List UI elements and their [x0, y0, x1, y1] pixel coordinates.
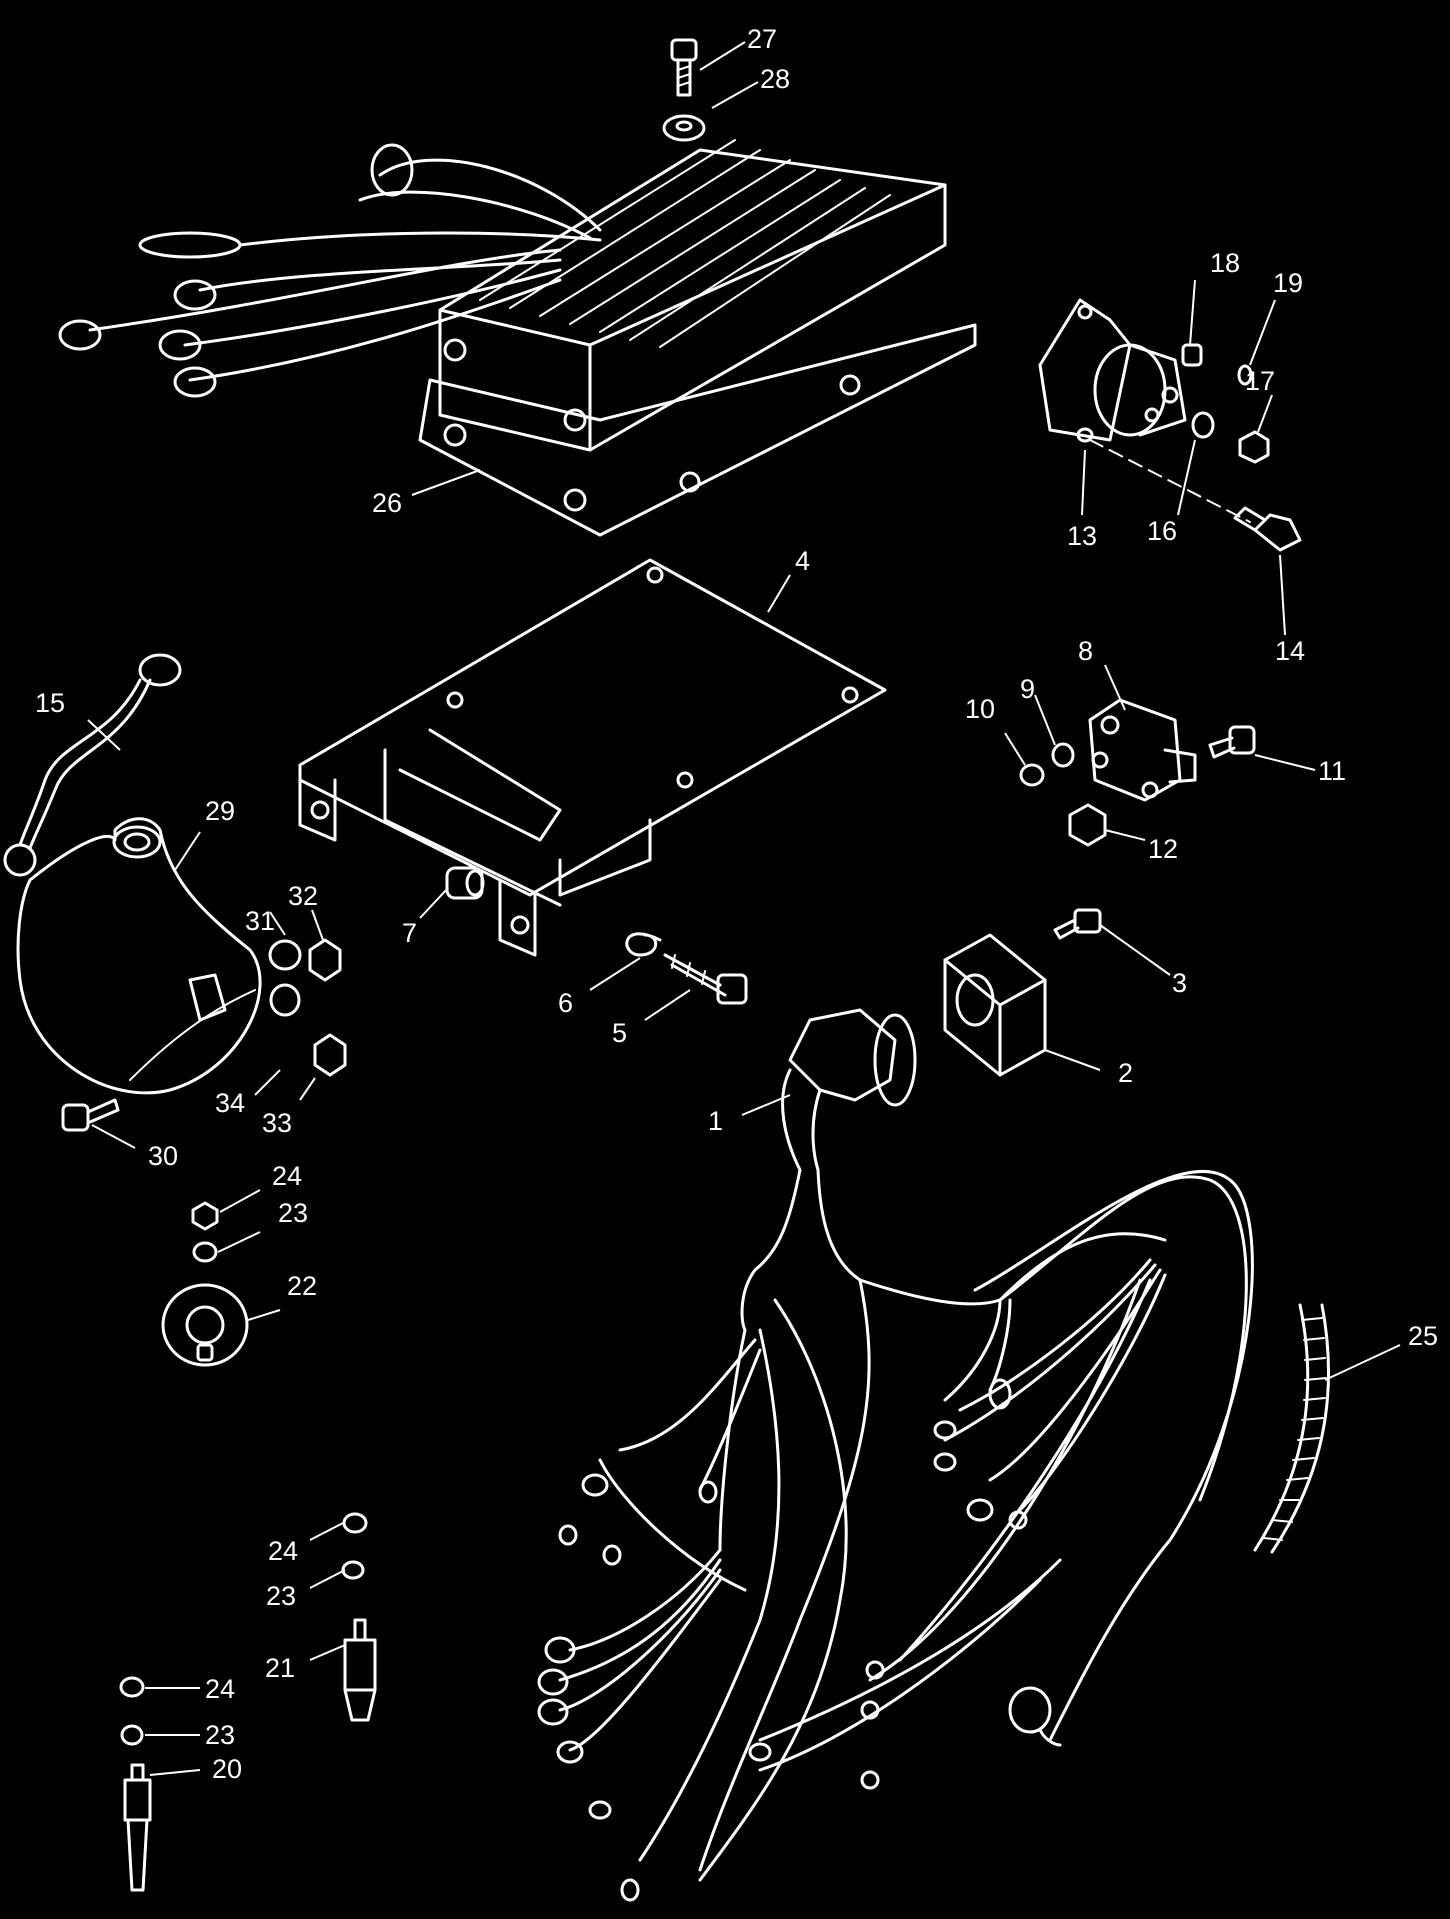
screw-11	[1208, 725, 1256, 759]
callout-11: 11	[1318, 756, 1346, 786]
lockwasher-16	[1191, 411, 1215, 439]
callout-4: 4	[795, 546, 810, 576]
callout-28: 28	[760, 64, 790, 94]
callout-31: 31	[245, 906, 275, 936]
callout-27: 27	[747, 24, 777, 54]
callout-24-mid: 24	[268, 1536, 298, 1566]
washer-10	[1019, 763, 1045, 787]
callout-32: 32	[288, 881, 318, 911]
nut-17	[1238, 430, 1270, 464]
callout-12: 12	[1148, 834, 1178, 864]
callout-8: 8	[1078, 636, 1093, 666]
bolt-30	[61, 1098, 120, 1132]
washer-23-low	[120, 1724, 144, 1746]
callout-23-top: 23	[278, 1198, 308, 1228]
nut-24-top	[191, 1201, 219, 1231]
adapter-block-2	[943, 933, 1047, 1077]
callout-7: 7	[402, 918, 417, 948]
sender-22	[161, 1283, 249, 1367]
callout-29: 29	[205, 796, 235, 826]
switch-21	[343, 1618, 377, 1722]
callout-6: 6	[558, 988, 573, 1018]
callout-3: 3	[1172, 968, 1187, 998]
nut-24-low	[119, 1676, 145, 1698]
callout-18: 18	[1210, 248, 1240, 278]
nut-33	[313, 1033, 347, 1077]
callout-25: 25	[1408, 1321, 1438, 1351]
callout-23-mid: 23	[266, 1581, 296, 1611]
clip-6	[625, 932, 662, 957]
washer-31	[268, 939, 302, 971]
washer-28	[662, 114, 706, 142]
starter-motor-29	[16, 817, 262, 1095]
washer-34	[269, 983, 301, 1017]
callout-20: 20	[212, 1754, 242, 1784]
mounting-bracket-4	[298, 558, 887, 957]
control-module-26	[418, 139, 977, 537]
nut-12	[1068, 803, 1107, 847]
module-wire-leads	[58, 143, 602, 398]
callout-labels: 1 2 3 4 5 6 7 8 9 10 11 12 13 14 15 16 1…	[35, 24, 1438, 1784]
washer-19	[1237, 364, 1253, 386]
spacer-7	[445, 866, 485, 900]
callout-33: 33	[262, 1108, 292, 1138]
nut-18	[1181, 343, 1203, 367]
callout-2: 2	[1118, 1058, 1133, 1088]
solenoid-13	[1038, 298, 1187, 443]
ground-strap-15	[3, 653, 182, 877]
wiring-harness-1	[537, 1008, 1254, 1902]
callout-34: 34	[215, 1088, 245, 1118]
callout-1: 1	[708, 1106, 723, 1136]
nut-32	[308, 938, 342, 982]
assembly-dashed-line	[1089, 439, 1251, 523]
callout-26: 26	[372, 488, 402, 518]
tubing-25	[1253, 1303, 1331, 1554]
callout-23-low: 23	[205, 1720, 235, 1750]
callout-17: 17	[1245, 366, 1275, 396]
callout-9: 9	[1020, 674, 1035, 704]
callout-30: 30	[148, 1141, 178, 1171]
callout-24-low: 24	[205, 1674, 235, 1704]
leader-lines	[87, 41, 1401, 1776]
screw-27	[670, 38, 698, 97]
callout-22: 22	[287, 1271, 317, 1301]
washer-23-mid	[341, 1560, 365, 1580]
bolt-14	[1233, 506, 1302, 552]
nut-24-mid	[342, 1512, 368, 1534]
callout-19: 19	[1273, 268, 1303, 298]
callout-14: 14	[1275, 636, 1305, 666]
bolt-5	[663, 953, 748, 1005]
washer-9	[1051, 742, 1075, 768]
washer-23-top	[192, 1241, 218, 1263]
relay-8	[1088, 698, 1197, 802]
callout-24-top: 24	[272, 1161, 302, 1191]
callout-13: 13	[1067, 521, 1097, 551]
sensor-20	[123, 1763, 152, 1892]
callout-21: 21	[265, 1653, 295, 1683]
callout-16: 16	[1147, 516, 1177, 546]
bolt-3	[1053, 908, 1102, 940]
callout-15: 15	[35, 688, 65, 718]
callout-10: 10	[965, 694, 995, 724]
callout-5: 5	[612, 1018, 627, 1048]
